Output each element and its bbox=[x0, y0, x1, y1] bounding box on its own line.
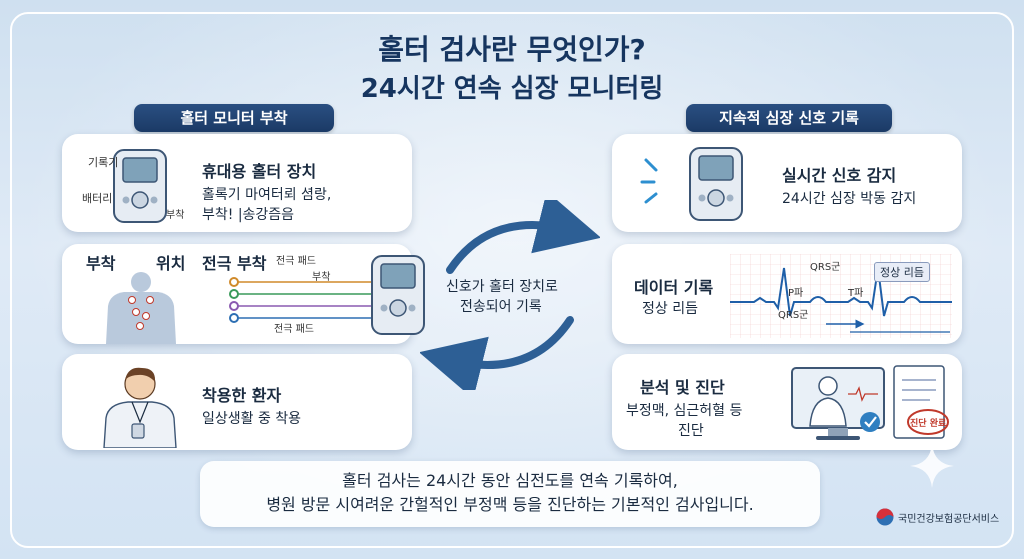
card-heading: 휴대용 홀터 장치 bbox=[202, 162, 317, 181]
label-position: 위치 bbox=[156, 254, 186, 273]
card-text-line2: 진단 bbox=[678, 423, 704, 439]
card-electrode-attach: 부착 위치 전극 부착 전극 패드 부착 전극 패드 bbox=[62, 244, 425, 344]
torso-icon bbox=[106, 272, 176, 344]
cycle-arrows-icon bbox=[420, 200, 600, 390]
card-realtime-detection: 실시간 신호 감지 24시간 심장 박동 감지 bbox=[612, 134, 962, 232]
footer-line1: 홀터 검사는 24시간 동안 심전도를 연속 기록하여, bbox=[342, 471, 678, 490]
card-text-line1: 부정맥, 심근허혈 등 bbox=[626, 403, 743, 419]
label-p-wave: P파 bbox=[788, 288, 804, 299]
lead-wires-icon bbox=[229, 277, 372, 323]
holter-device-icon bbox=[113, 149, 167, 223]
signal-spark-icon bbox=[640, 158, 658, 204]
rhythm-badge: 정상 리듬 bbox=[874, 262, 930, 282]
holter-device-icon bbox=[689, 147, 743, 221]
card-text-line1: 정상 리듬 bbox=[642, 301, 698, 317]
label-attach: 부착 bbox=[86, 254, 116, 273]
summary-footer: 홀터 검사는 24시간 동안 심전도를 연속 기록하여, 병원 방문 시여려운 … bbox=[200, 461, 820, 527]
card-text-line1: 24시간 심장 박동 감지 bbox=[782, 191, 917, 207]
label-qrs-bottom: QRS군 bbox=[778, 310, 809, 321]
report-document-icon bbox=[893, 365, 949, 439]
label-battery: 배터리 bbox=[82, 192, 113, 205]
doctor-monitor-icon bbox=[791, 367, 885, 440]
card-text-line2: 부착! |송강즘음 bbox=[202, 207, 295, 223]
label-qrs-top: QRS군 bbox=[810, 262, 841, 273]
card-heading: 분석 및 진단 bbox=[640, 378, 725, 397]
card-data-recording: 데이터 기록 정상 리듬 QRS군 P파 T파 QRS군 정상 리듬 bbox=[612, 244, 962, 344]
government-logo-icon bbox=[876, 508, 894, 526]
center-text-line1: 신호가 홀터 장치로 bbox=[446, 279, 558, 295]
right-section-header: 지속적 심장 신호 기록 bbox=[686, 104, 892, 132]
label-recorder: 기록기 bbox=[88, 156, 119, 169]
page-subtitle: 24시간 연속 심장 모니터링 bbox=[360, 74, 664, 104]
electrode-heading: 전극 부착 bbox=[202, 254, 267, 273]
holter-device-icon bbox=[371, 255, 425, 335]
footer-line2: 병원 방문 시여려운 간헐적인 부정맥 등을 진단하는 기본적인 검사입니다. bbox=[266, 495, 754, 514]
label-pad-top: 전극 패드 bbox=[276, 256, 316, 267]
card-analysis-diagnosis: 분석 및 진단 부정맥, 심근허혈 등 진단 진단 완료 bbox=[612, 354, 962, 450]
label-pad-bottom: 전극 패드 bbox=[274, 324, 314, 335]
card-wearing-patient: 착용한 환자 일상생활 중 착용 bbox=[62, 354, 412, 450]
left-section-header: 홀터 모니터 부착 bbox=[134, 104, 334, 132]
label-attach-2: 부착 bbox=[312, 272, 331, 283]
card-heading: 실시간 신호 감지 bbox=[782, 166, 897, 185]
center-text-line2: 전송되어 기록 bbox=[460, 299, 542, 315]
label-t-wave: T파 bbox=[848, 288, 864, 299]
card-text-line1: 홀록기 마여터뢰 셤랑, bbox=[202, 187, 332, 203]
page-title: 홀터 검사란 무엇인가? bbox=[378, 33, 646, 66]
label-attach: 부착 bbox=[166, 210, 185, 221]
card-heading: 착용한 환자 bbox=[202, 386, 282, 405]
card-heading: 데이터 기록 bbox=[634, 278, 714, 297]
card-text-line1: 일상생활 중 착용 bbox=[202, 411, 302, 427]
sparkle-icon bbox=[910, 444, 954, 488]
logo-text: 국민건강보험공단서비스 bbox=[898, 514, 1000, 525]
patient-icon bbox=[103, 367, 177, 448]
card-portable-device: 기록기 배터리 부착 휴대용 홀터 장치 홀록기 마여터뢰 셤랑, 부착! |송… bbox=[62, 134, 412, 232]
diagnosis-stamp: 진단 완료 bbox=[910, 419, 947, 429]
